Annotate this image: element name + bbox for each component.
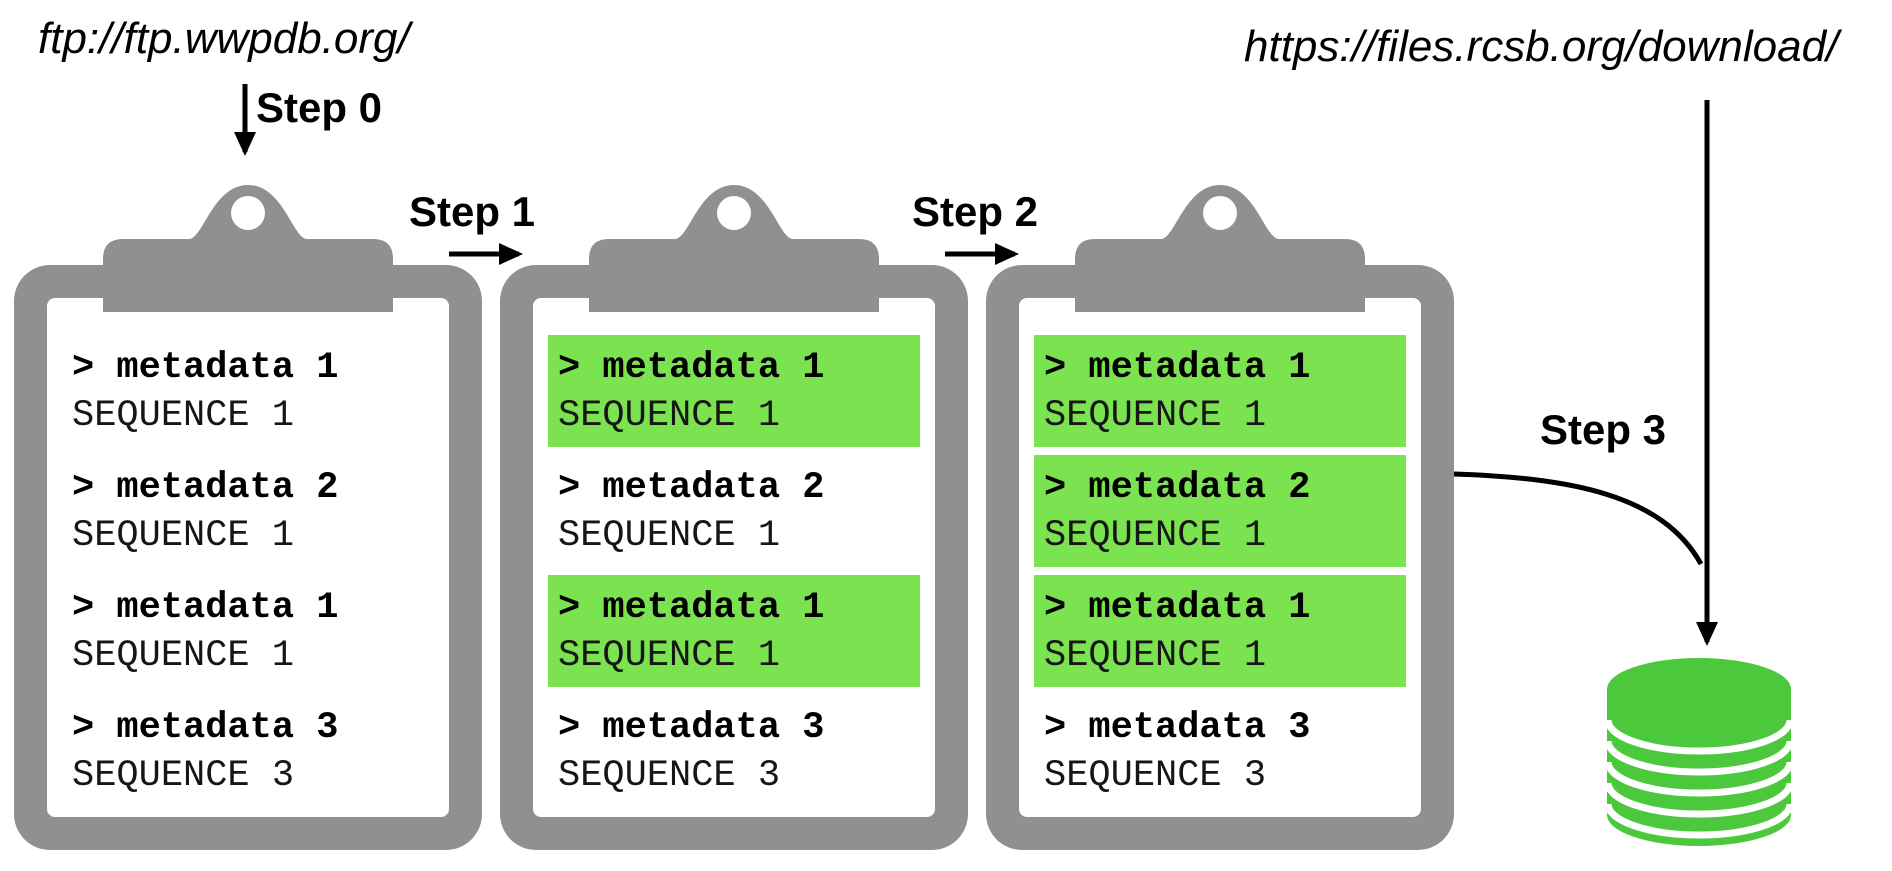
clipboard-clip [1075, 185, 1365, 312]
clip-hole [717, 196, 751, 230]
fasta-sequence-line: SEQUENCE 1 [1044, 395, 1267, 437]
fasta-header-line: > metadata 3 [1044, 707, 1311, 749]
fasta-entry: > metadata 1 SEQUENCE 1 [62, 575, 434, 687]
fasta-header-line: > metadata 2 [1044, 467, 1311, 509]
fasta-sequence-line: SEQUENCE 3 [1044, 755, 1267, 797]
fasta-entry-highlighted: > metadata 2 SEQUENCE 1 [1034, 455, 1406, 567]
fasta-sequence-line: SEQUENCE 1 [558, 515, 781, 557]
fasta-sequence-line: SEQUENCE 1 [558, 635, 781, 677]
clipboard-2: > metadata 1 SEQUENCE 1 > metadata 2 SEQUEN… [500, 185, 968, 850]
fasta-header-line: > metadata 2 [558, 467, 825, 509]
fasta-entry-highlighted: > metadata 1 SEQUENCE 1 [548, 335, 920, 447]
fasta-sequence-line: SEQUENCE 1 [72, 515, 295, 557]
step1-label: Step 1 [409, 188, 536, 235]
fasta-sequence-line: SEQUENCE 3 [72, 755, 295, 797]
fasta-entry: > metadata 1 SEQUENCE 1 [62, 335, 434, 447]
database-disk-separators [1605, 719, 1793, 848]
fasta-entry: > metadata 3 SEQUENCE 3 [1034, 695, 1406, 807]
fasta-entry-highlighted: > metadata 1 SEQUENCE 1 [548, 575, 920, 687]
fasta-entry: > metadata 3 SEQUENCE 3 [548, 695, 920, 807]
source-url-rcsb: https://files.rcsb.org/download/ [1244, 22, 1839, 71]
step0-label: Step 0 [256, 84, 383, 131]
source-url-wwpdb: ftp://ftp.wwpdb.org/ [38, 14, 410, 63]
clipboard-paper: > metadata 1 SEQUENCE 1 > metadata 2 SEQUEN… [533, 298, 935, 817]
fasta-header-line: > metadata 2 [72, 467, 339, 509]
fasta-header-line: > metadata 3 [558, 707, 825, 749]
fasta-sequence-line: SEQUENCE 1 [1044, 515, 1267, 557]
fasta-entry: > metadata 2 SEQUENCE 1 [62, 455, 434, 567]
clipboard-clip [589, 185, 879, 312]
fasta-sequence-line: SEQUENCE 3 [558, 755, 781, 797]
fasta-entry: > metadata 3 SEQUENCE 3 [62, 695, 434, 807]
fasta-sequence-line: SEQUENCE 1 [558, 395, 781, 437]
fasta-entry-highlighted: > metadata 1 SEQUENCE 1 [1034, 575, 1406, 687]
clipboard-1: > metadata 1 SEQUENCE 1 > metadata 2 SEQUEN… [14, 185, 482, 850]
fasta-header-line: > metadata 1 [1044, 587, 1311, 629]
clip-hole [231, 196, 265, 230]
clipboard-clip [103, 185, 393, 312]
clipboard-paper: > metadata 1 SEQUENCE 1 > metadata 2 SEQUEN… [1019, 298, 1421, 817]
clipboard-paper: > metadata 1 SEQUENCE 1 > metadata 2 SEQUEN… [47, 298, 449, 817]
fasta-sequence-line: SEQUENCE 1 [72, 395, 295, 437]
fasta-sequence-line: SEQUENCE 1 [1044, 635, 1267, 677]
fasta-header-line: > metadata 1 [558, 347, 825, 389]
fasta-header-line: > metadata 1 [72, 347, 339, 389]
fasta-header-line: > metadata 1 [72, 587, 339, 629]
fasta-header-line: > metadata 3 [72, 707, 339, 749]
fasta-entry: > metadata 2 SEQUENCE 1 [548, 455, 920, 567]
fasta-sequence-line: SEQUENCE 1 [72, 635, 295, 677]
clip-hole [1203, 196, 1237, 230]
clipboard-3: > metadata 1 SEQUENCE 1 > metadata 2 SEQUEN… [986, 185, 1454, 850]
step2-label: Step 2 [912, 188, 1039, 235]
fasta-header-line: > metadata 1 [558, 587, 825, 629]
fasta-header-line: > metadata 1 [1044, 347, 1311, 389]
fasta-entry-highlighted: > metadata 1 SEQUENCE 1 [1034, 335, 1406, 447]
step3-curve [1453, 471, 1704, 566]
step3-label: Step 3 [1540, 406, 1667, 453]
database-icon [1605, 658, 1793, 848]
